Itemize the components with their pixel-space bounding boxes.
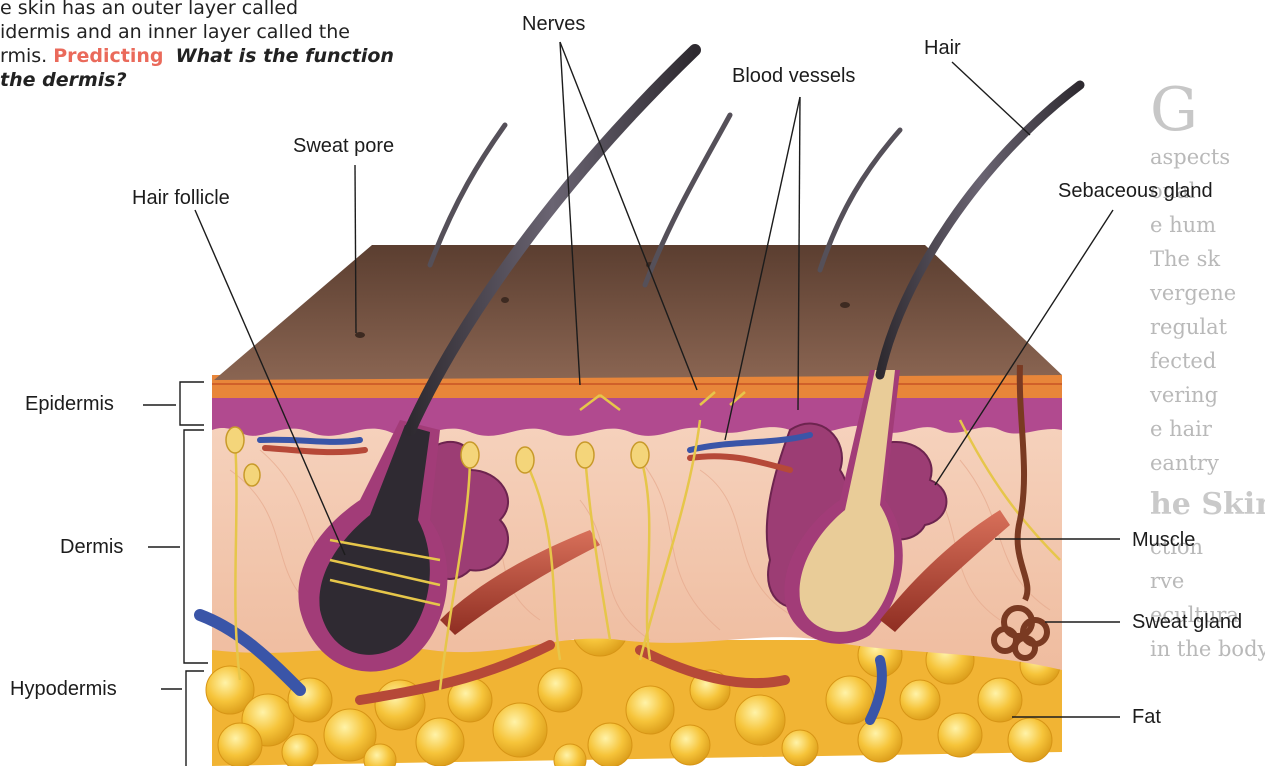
- figure-caption: e skin has an outer layer called idermis…: [0, 0, 470, 92]
- ghost-letter: G: [1150, 80, 1265, 140]
- ghost-line: vering: [1150, 378, 1265, 412]
- label-sebaceous-gland: Sebaceous gland: [1058, 181, 1213, 201]
- caption-line-3: rmis. Predicting What is the function: [0, 44, 470, 68]
- label-hair-follicle: Hair follicle: [132, 188, 230, 208]
- ghost-line: e hum: [1150, 208, 1265, 242]
- ghost-line: vergene: [1150, 276, 1265, 310]
- label-epidermis: Epidermis: [25, 394, 114, 414]
- skin-surface: [214, 245, 1062, 380]
- label-hair: Hair: [924, 38, 961, 58]
- label-blood-vessels: Blood vessels: [732, 66, 855, 86]
- caption-line-1: e skin has an outer layer called: [0, 0, 470, 20]
- label-nerves: Nerves: [522, 14, 585, 34]
- ghost-line: aspects: [1150, 140, 1265, 174]
- caption-line-3-prefix: rmis.: [0, 45, 47, 67]
- ghost-line: e hair: [1150, 412, 1265, 446]
- ghost-line: in the body: [1150, 632, 1265, 666]
- caption-question: What is the function: [176, 45, 394, 67]
- ghost-line: rve: [1150, 564, 1265, 598]
- label-fat: Fat: [1132, 707, 1161, 727]
- layer-brackets: [180, 382, 208, 766]
- label-dermis: Dermis: [60, 537, 123, 557]
- label-muscle: Muscle: [1132, 530, 1195, 550]
- label-sweat-gland: Sweat gland: [1132, 612, 1242, 632]
- ghost-heading: he Skin: [1150, 480, 1265, 530]
- label-sweat-pore: Sweat pore: [293, 136, 394, 156]
- label-hypodermis: Hypodermis: [10, 679, 117, 699]
- show-through-text: G aspects onal e hum The sk vergene regu…: [1150, 80, 1265, 640]
- ghost-line: regulat: [1150, 310, 1265, 344]
- ghost-line: eantry: [1150, 446, 1265, 480]
- ghost-line: The sk: [1150, 242, 1265, 276]
- ghost-line: fected: [1150, 344, 1265, 378]
- caption-line-2: idermis and an inner layer called the: [0, 20, 470, 44]
- caption-line-4: the dermis?: [0, 68, 470, 92]
- caption-keyword: Predicting: [53, 45, 163, 67]
